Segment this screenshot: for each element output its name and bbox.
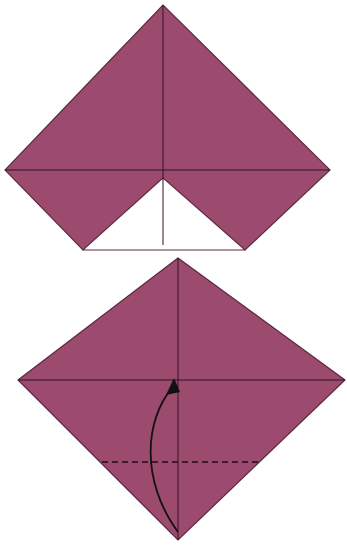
step-1-folded-square xyxy=(5,5,330,250)
step-2-paper xyxy=(18,258,345,540)
step-2-square xyxy=(18,258,345,540)
